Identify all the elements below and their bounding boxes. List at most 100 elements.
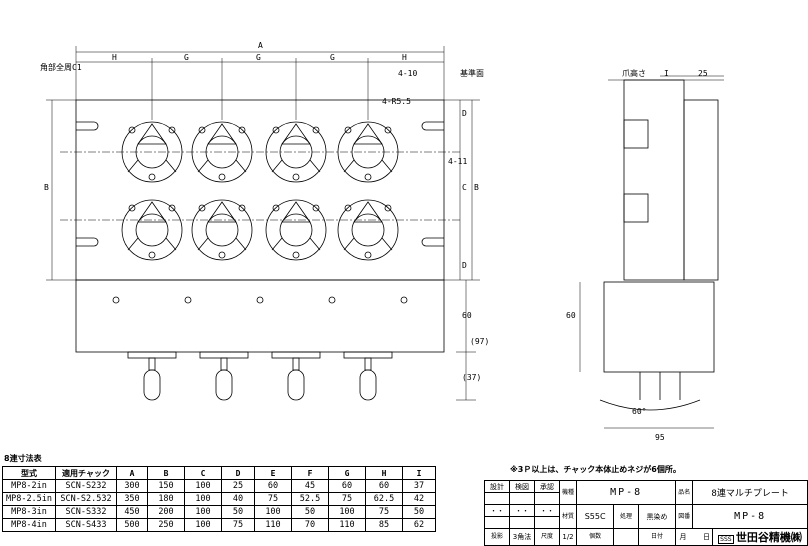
scale-value: 1/2 bbox=[558, 528, 578, 546]
cell: MP8-2.5in bbox=[2, 492, 56, 506]
cell: 350 bbox=[116, 492, 148, 506]
col-C: C bbox=[184, 466, 222, 480]
chuck-6 bbox=[191, 199, 253, 261]
day-label: 日 bbox=[703, 533, 710, 541]
cell: 100 bbox=[184, 505, 222, 519]
check-label: 検図 bbox=[509, 480, 535, 493]
cell: 42 bbox=[402, 492, 436, 506]
cell: 100 bbox=[254, 505, 292, 519]
dim-G-1: G bbox=[184, 53, 189, 62]
cell: 100 bbox=[184, 479, 222, 493]
col-E: E bbox=[254, 466, 292, 480]
treatment-value: 黒染め bbox=[637, 504, 677, 529]
dim-B-right: B bbox=[474, 183, 479, 192]
month-label: 月 bbox=[679, 533, 687, 541]
cell: MP8-3in bbox=[2, 505, 56, 519]
material-value: S55C bbox=[576, 504, 615, 529]
dim-C: C bbox=[462, 183, 467, 192]
company-cell: SSS 世田谷精機㈱ bbox=[712, 528, 808, 546]
dim-v97: (97) bbox=[470, 337, 489, 346]
product-label: 品名 bbox=[675, 480, 694, 505]
cell: 500 bbox=[116, 518, 148, 532]
company-name: 世田谷精機㈱ bbox=[735, 531, 802, 544]
table-row: MP8-3in SCN-S332 450 200 100 50 100 50 1… bbox=[2, 505, 436, 519]
note-datum: 基準面 bbox=[460, 68, 484, 78]
dim-v60: 60 bbox=[462, 311, 472, 320]
dim-side-95: 95 bbox=[655, 433, 665, 442]
chuck-5 bbox=[121, 199, 183, 261]
cell: 40 bbox=[221, 492, 255, 506]
dim-side-angle: 60° bbox=[632, 407, 646, 416]
cell: 75 bbox=[365, 505, 403, 519]
table-header-row: 型式 適用チャック A B C D E F G H I bbox=[2, 466, 436, 480]
cell: 60 bbox=[365, 479, 403, 493]
product-value: 8連マルチプレート bbox=[692, 480, 808, 505]
cell: 62.5 bbox=[365, 492, 403, 506]
cell: 45 bbox=[291, 479, 329, 493]
dim-v37: (37) bbox=[462, 373, 481, 382]
table-row: MP8-2in SCN-S232 300 150 100 25 60 45 60… bbox=[2, 479, 436, 493]
projection-label: 投影 bbox=[484, 528, 510, 546]
table-row: MP8-4in SCN-S433 500 250 100 75 110 70 1… bbox=[2, 518, 436, 532]
material-label: 材質 bbox=[558, 504, 578, 529]
cell: 250 bbox=[147, 518, 185, 532]
chuck-1 bbox=[121, 121, 183, 183]
chuck-3 bbox=[265, 121, 327, 183]
cell: 50 bbox=[291, 505, 329, 519]
table-caption: 8連寸法表 bbox=[4, 454, 42, 463]
side-view bbox=[579, 75, 724, 429]
cell: 50 bbox=[402, 505, 436, 519]
col-I: I bbox=[402, 466, 436, 480]
cell: 50 bbox=[221, 505, 255, 519]
model-value: MP-8 bbox=[576, 480, 677, 505]
cell: SCN-S2.532 bbox=[55, 492, 117, 506]
col-A: A bbox=[116, 466, 148, 480]
drawing-no-value: MP-8 bbox=[692, 504, 808, 529]
cell: SCN-S332 bbox=[55, 505, 117, 519]
cell: 85 bbox=[365, 518, 403, 532]
dim-D-bottom: D bbox=[462, 261, 467, 270]
col-chuck: 適用チャック bbox=[55, 466, 117, 480]
dimension-table: 型式 適用チャック A B C D E F G H I MP8-2in SCN-… bbox=[2, 466, 436, 532]
chuck-4 bbox=[337, 121, 399, 183]
cell: 75 bbox=[221, 518, 255, 532]
dim-G-2: G bbox=[256, 53, 261, 62]
note-claw-height: 爪高さ bbox=[622, 68, 646, 78]
dim-4-r55: 4-R5.5 bbox=[382, 97, 411, 106]
table-row: MP8-2.5in SCN-S2.532 350 180 100 40 75 5… bbox=[2, 492, 436, 506]
col-H: H bbox=[365, 466, 403, 480]
dots-1: ・・ bbox=[484, 504, 510, 517]
technical-drawing: A H G G G H 4-10 4-R5.5 4-11 B C B D D 6… bbox=[40, 41, 724, 442]
cell: MP8-4in bbox=[2, 518, 56, 532]
cell: 60 bbox=[328, 479, 366, 493]
cell: 25 bbox=[221, 479, 255, 493]
date-value: 月 日 bbox=[675, 528, 713, 546]
model-label: 機種 bbox=[558, 480, 578, 505]
cell: 200 bbox=[147, 505, 185, 519]
dim-H-left: H bbox=[112, 53, 117, 62]
dim-side-60: 60 bbox=[566, 311, 576, 320]
cell: 62 bbox=[402, 518, 436, 532]
plate-lower-body bbox=[75, 279, 445, 353]
approve-label: 承認 bbox=[534, 480, 560, 493]
company-logo: SSS bbox=[718, 535, 734, 544]
cell: 110 bbox=[254, 518, 292, 532]
cell: 450 bbox=[116, 505, 148, 519]
col-model: 型式 bbox=[2, 466, 56, 480]
cell: 100 bbox=[328, 505, 366, 519]
treatment-label: 処理 bbox=[613, 504, 639, 529]
design-label: 設計 bbox=[484, 480, 510, 493]
dim-A: A bbox=[258, 41, 263, 50]
note-chamfer: 角部全周C1 bbox=[40, 62, 82, 72]
cell: MP8-2in bbox=[2, 479, 56, 493]
cell: 70 bbox=[291, 518, 329, 532]
screw-note: ※3Ｐ以上は、チャック本体止めネジが6個所。 bbox=[510, 465, 681, 474]
col-D: D bbox=[221, 466, 255, 480]
cell: 100 bbox=[184, 492, 222, 506]
count-label: 個数 bbox=[576, 528, 615, 546]
cell: 75 bbox=[254, 492, 292, 506]
cell: 100 bbox=[184, 518, 222, 532]
cell: 52.5 bbox=[291, 492, 329, 506]
chuck-7 bbox=[265, 199, 327, 261]
cell: 60 bbox=[254, 479, 292, 493]
